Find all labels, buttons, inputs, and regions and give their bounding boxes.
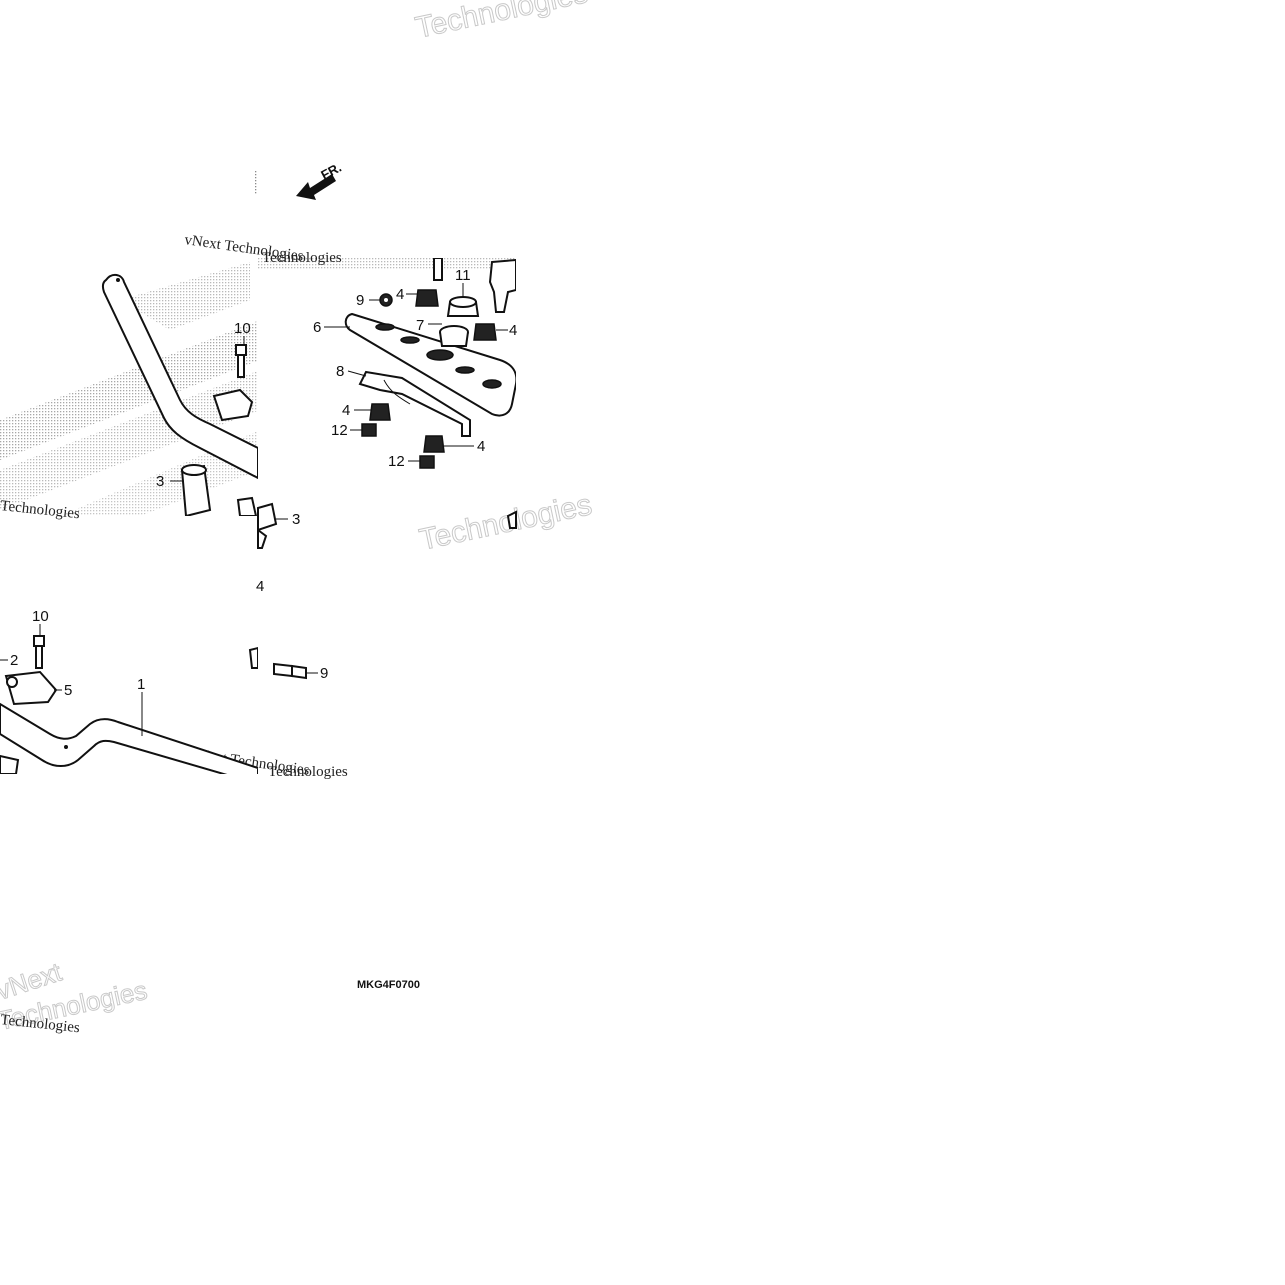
watermark-technologies-mid: Technologies (417, 488, 595, 557)
callout-4-a: 4 (396, 286, 404, 303)
callout-10-lower: 10 (32, 608, 49, 625)
handlebar-upper-view (101, 274, 258, 516)
watermark-technologies-small-top: Technologies (262, 250, 342, 266)
callout-4-d: 4 (477, 438, 485, 455)
front-arrow-icon (296, 174, 336, 200)
callout-12-b: 12 (388, 453, 405, 470)
watermark-dotted-strip (254, 170, 516, 270)
callout-10-upper: 10 (234, 320, 251, 337)
callout-4-b: 4 (509, 322, 517, 339)
fragment-part-3-right (257, 502, 517, 549)
callout-8: 8 (336, 363, 344, 380)
callout-4-c: 4 (342, 402, 350, 419)
callout-9-lower: 9 (320, 665, 328, 682)
watermark-technologies-small-bottom: Technologies (268, 764, 348, 780)
top-bridge-assembly (344, 258, 516, 469)
callout-12-a: 12 (331, 422, 348, 439)
watermark-technologies-left: Technologies (0, 498, 81, 522)
watermark-technologies-top: Technologies (413, 0, 591, 45)
callout-1: 1 (137, 676, 145, 693)
callout-9-upper: 9 (356, 292, 364, 309)
handlebar-lower-view (0, 635, 258, 774)
leader-lines (0, 283, 508, 736)
callouts: 10 3 3 9 4 11 6 7 4 8 4 12 4 12 4 10 2 5… (10, 267, 517, 699)
callout-4-fragment: 4 (256, 578, 264, 595)
callout-5: 5 (64, 682, 72, 699)
diagram-code: MKG4F0700 (357, 979, 420, 991)
callout-6: 6 (313, 319, 321, 336)
front-direction-indicator: FR. (296, 160, 344, 200)
front-direction-label: FR. (318, 160, 344, 183)
callout-7: 7 (416, 317, 424, 334)
callout-11: 11 (455, 267, 471, 284)
bolt-9-lower (273, 662, 307, 680)
callout-3-upper: 3 (156, 473, 164, 490)
callout-2: 2 (10, 652, 18, 669)
watermark-wing-logo (0, 262, 258, 516)
callout-3-right: 3 (292, 511, 300, 528)
